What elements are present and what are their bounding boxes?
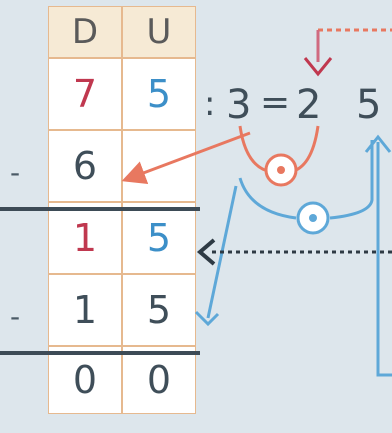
division-table: D U 7 5 6 1 5 1 5 0 0	[48, 6, 196, 414]
final-units: 0	[122, 346, 196, 414]
subtraction-line-1	[0, 207, 200, 211]
header-units: U	[122, 6, 196, 58]
quotient-units: 5	[356, 82, 382, 128]
dividend-tens: 7	[48, 58, 122, 130]
final-tens: 0	[48, 346, 122, 414]
blue-vertical-line	[376, 142, 392, 377]
multiply-dot-blue	[309, 214, 317, 222]
quotient-arrowhead	[303, 57, 333, 77]
header-tens: D	[48, 6, 122, 58]
subtract2-tens: 1	[48, 274, 122, 346]
divisor: 3	[226, 82, 252, 128]
dividend-units: 5	[122, 58, 196, 130]
multiply-dot-red	[277, 166, 285, 174]
subtract-tens: 6	[48, 130, 122, 202]
quotient-tens: 2	[296, 82, 322, 128]
bring-down-arrowhead	[196, 238, 216, 266]
equals-sign: =	[260, 82, 291, 123]
minus-sign-2: -	[10, 300, 21, 333]
blue-arc-right	[329, 140, 374, 220]
subtract2-units: 5	[122, 274, 196, 346]
remainder-units: 5	[122, 202, 196, 274]
division-colon: :	[204, 84, 216, 124]
blue-arrow-down-head	[194, 310, 220, 327]
minus-sign-1: -	[10, 156, 21, 189]
red-arrow-to-six	[121, 131, 251, 184]
remainder-tens: 1	[48, 202, 122, 274]
blue-arc-left	[238, 177, 297, 220]
blue-up-arrowhead	[364, 134, 392, 153]
subtraction-line-2	[0, 351, 200, 355]
